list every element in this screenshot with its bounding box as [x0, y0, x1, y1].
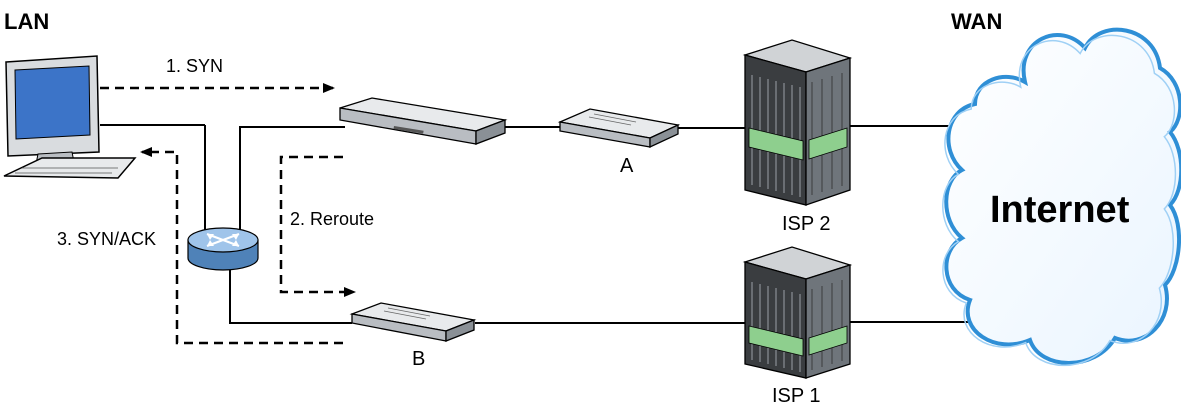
traffic-flow-arrows — [100, 83, 356, 345]
syn-ack-arrow — [140, 147, 343, 345]
computer-icon — [3, 55, 137, 179]
wan-label: WAN — [951, 9, 1002, 34]
router-b-label: B — [412, 348, 425, 370]
lan-label: LAN — [4, 9, 49, 34]
modem-a-icon — [557, 108, 681, 149]
network-links — [100, 124, 975, 324]
gateway-device-bottom — [349, 302, 477, 342]
server-isp2-icon — [742, 39, 853, 206]
step2-label: 2. Reroute — [290, 209, 374, 229]
internet-cloud-icon — [942, 27, 1181, 367]
isp1-label: ISP 1 — [772, 385, 821, 407]
router-a-label: A — [620, 155, 634, 177]
reroute-arrow — [279, 155, 356, 297]
gateway-device-top — [339, 97, 508, 145]
server-isp1-icon — [742, 246, 853, 379]
internet-label: Internet — [990, 189, 1130, 231]
switch-router-icon — [187, 227, 259, 271]
step1-label: 1. SYN — [166, 56, 223, 76]
step3-label: 3. SYN/ACK — [57, 229, 156, 249]
isp2-label: ISP 2 — [782, 213, 831, 235]
